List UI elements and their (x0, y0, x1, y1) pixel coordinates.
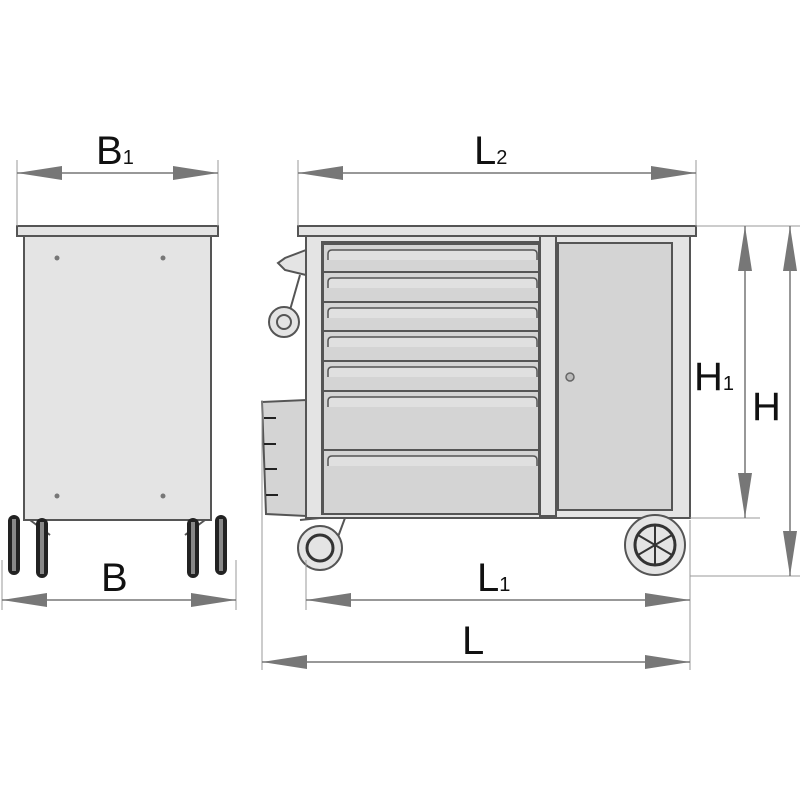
cable-reel-icon (268, 249, 307, 338)
drawers (322, 243, 540, 515)
drawer-handle[interactable] (327, 455, 538, 466)
drawer[interactable] (322, 243, 540, 273)
label-l1: L1 (477, 556, 510, 600)
dimension-l1: L1 (305, 520, 691, 670)
drawer[interactable] (322, 449, 540, 515)
drawer[interactable] (322, 330, 540, 362)
drawer-handle[interactable] (327, 366, 538, 377)
drawer-handle[interactable] (327, 396, 538, 407)
drawer-handle[interactable] (327, 277, 538, 288)
drawer[interactable] (322, 360, 540, 392)
side-panel (23, 235, 212, 521)
drawer[interactable] (322, 301, 540, 332)
label-h: H (752, 385, 781, 429)
label-b: B (101, 556, 128, 600)
drawer-handle[interactable] (327, 336, 538, 347)
side-caster-wheels (8, 515, 227, 578)
label-l2: L2 (474, 129, 507, 173)
dimension-l2: L2 (297, 129, 697, 226)
dimension-h1: H1 (690, 225, 800, 519)
label-b1: B1 (96, 129, 134, 173)
label-h1: H1 (694, 355, 734, 399)
drawer-handle[interactable] (327, 249, 538, 260)
dimension-b: B (1, 556, 237, 610)
cabinet-door[interactable] (557, 242, 673, 511)
swivel-caster (297, 517, 347, 571)
label-l: L (462, 619, 484, 663)
door-lock-icon[interactable] (565, 372, 575, 382)
fixed-wheel (624, 514, 686, 576)
drawer[interactable] (322, 390, 540, 451)
front-view (260, 225, 697, 576)
screw-icons (54, 255, 166, 499)
front-worktop (297, 225, 697, 237)
side-worktop (16, 225, 219, 237)
side-view (8, 225, 227, 578)
drawer[interactable] (322, 271, 540, 303)
middle-post (539, 235, 557, 517)
drawer-handle[interactable] (327, 307, 538, 318)
dimension-h: H (690, 226, 800, 577)
dimension-l: L (261, 400, 690, 670)
dimension-b1: B1 (16, 129, 219, 226)
